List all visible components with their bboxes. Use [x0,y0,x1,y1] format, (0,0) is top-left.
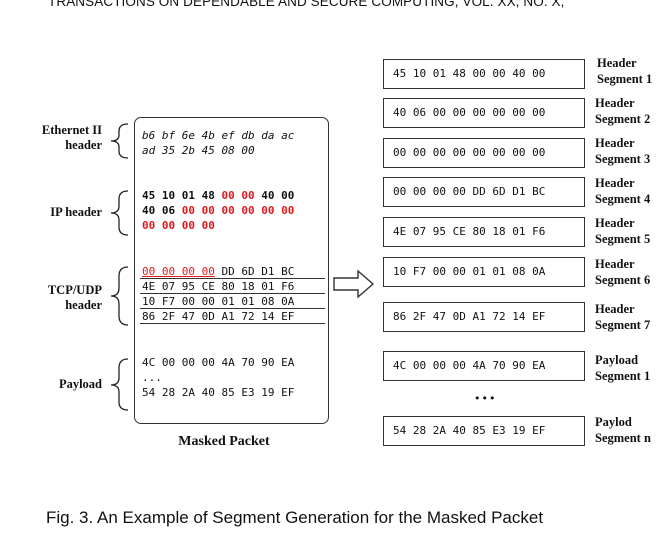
ip-bytes-line2: 40 06 00 00 00 00 00 00 [142,203,294,218]
journal-header: TRANSACTIONS ON DEPENDABLE AND SECURE CO… [48,0,565,9]
segment-box-payload-1: 4C 00 00 00 4A 70 90 EA [383,351,585,381]
segment-hex: 86 2F 47 0D A1 72 14 EF [393,310,546,323]
segment-box-header-2: 40 06 00 00 00 00 00 00 [383,98,585,128]
ethernet-label-line1: Ethernet II [41,123,102,137]
tcp-udp-brace [110,266,129,326]
ethernet-bytes-line2: ad 35 2b 45 08 00 [142,144,255,157]
tcp-bytes-line3: 10 F7 00 00 01 01 08 0A [142,295,295,308]
tcp-line1-masked: 00 00 00 00 [142,265,215,278]
segment-hex: 4C 00 00 00 4A 70 90 EA [393,359,546,372]
segment-box-header-3: 00 00 00 00 00 00 00 00 [383,138,585,168]
tcp-label-line2: header [65,298,102,312]
ip-line2-masked: 00 00 00 00 00 00 [181,204,295,217]
payload-ellipsis: ... [142,371,162,384]
tcp-line1-plain: DD 6D D1 BC [214,265,295,278]
segment-hex: 54 28 2A 40 85 E3 19 EF [393,424,546,437]
tcp-udp-header-label: TCP/UDP header [24,283,102,313]
ethernet-brace [110,123,129,159]
ethernet-header-label: Ethernet II header [24,123,102,153]
ethernet-bytes-line1: b6 bf 6e 4b ef db da ac [142,129,295,142]
tcp-label-line1: TCP/UDP [47,283,102,297]
payload-bytes-line3: 54 28 2A 40 85 E3 19 EF [142,386,295,399]
ip-line1-masked: 00 00 [221,189,262,202]
payload-bytes-line1: 4C 00 00 00 4A 70 90 EA [142,356,295,369]
segment-divider-lines [140,278,325,324]
tcp-bytes-line4: 86 2F 47 0D A1 72 14 EF [142,310,295,323]
segment-box-header-7: 86 2F 47 0D A1 72 14 EF [383,302,585,332]
masked-packet-title: Masked Packet [178,434,270,449]
segment-hex: 45 10 01 48 00 00 40 00 [393,67,546,80]
ip-line1-plain-a: 45 10 01 48 [142,189,222,202]
arrow-right-icon [333,269,375,299]
ip-line1-plain-b: 40 00 [261,189,295,202]
tcp-bytes-line2: 4E 07 95 CE 80 18 01 F6 [142,280,295,293]
payload-label: Payload [58,377,102,391]
masked-packet-box [134,117,329,424]
ip-brace [110,190,129,236]
segment-hex: 00 00 00 00 DD 6D D1 BC [393,185,546,198]
ip-header-label: IP header [50,205,102,219]
ip-line2-plain: 40 06 [142,204,182,217]
segment-hex: 40 06 00 00 00 00 00 00 [393,106,546,119]
ip-bytes-line1: 45 10 01 48 00 00 40 00 [142,188,294,203]
segment-box-header-4: 00 00 00 00 DD 6D D1 BC [383,177,585,207]
segment-hex: 10 F7 00 00 01 01 08 0A [393,265,546,278]
segment-box-header-1: 45 10 01 48 00 00 40 00 [383,59,585,89]
payload-brace [110,358,129,411]
brace-group [110,123,129,411]
ip-bytes-line3: 00 00 00 00 [142,219,215,232]
segment-box-header-5: 4E 07 95 CE 80 18 01 F6 [383,217,585,247]
figure-caption: Fig. 3. An Example of Segment Generation… [46,508,544,527]
tcp-bytes-line1: 00 00 00 00 DD 6D D1 BC [142,264,294,279]
segment-hex: 4E 07 95 CE 80 18 01 F6 [393,225,546,238]
segment-hex: 00 00 00 00 00 00 00 00 [393,146,546,159]
segment-box-payload-n: 54 28 2A 40 85 E3 19 EF [383,416,585,446]
segment-box-header-6: 10 F7 00 00 01 01 08 0A [383,257,585,287]
segments-ellipsis: ••• [474,392,497,405]
ethernet-label-line2: header [65,138,102,152]
